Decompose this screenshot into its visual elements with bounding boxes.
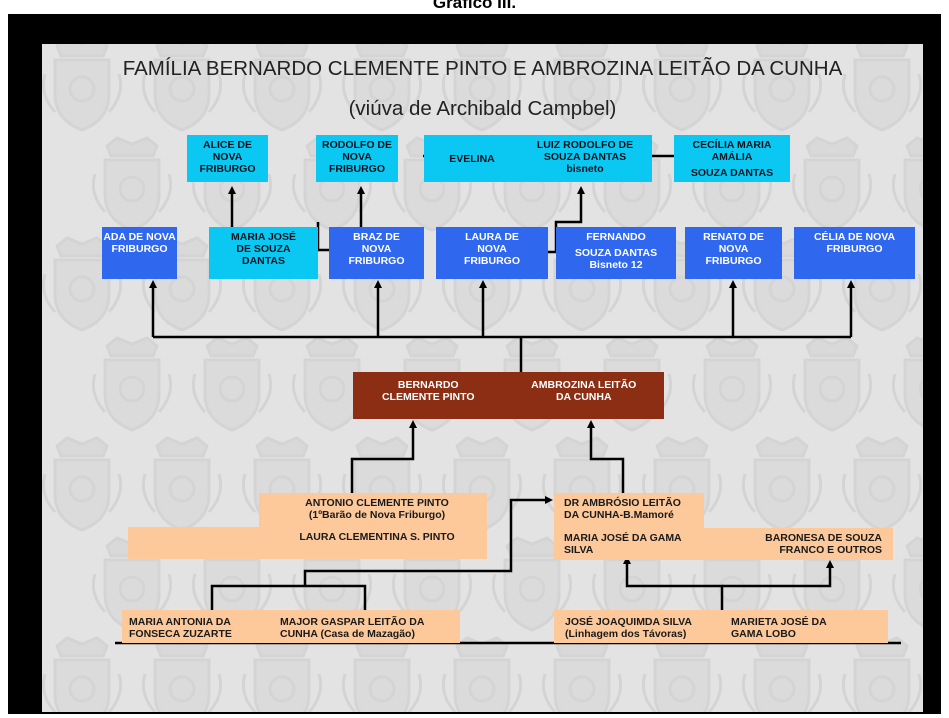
- coat-of-arms-watermark: [687, 334, 777, 434]
- person-name: ALICE DE NOVA FRIBURGO: [199, 139, 256, 175]
- person-antonio: ANTONIO CLEMENTE PINTO (1ºBarão de Nova …: [272, 497, 482, 521]
- person-name: MARIA JOSÉ DE SOUZA DANTAS: [231, 231, 296, 267]
- couple-box: BERNARDO CLEMENTE PINTO AMBROZINA LEITÃO…: [353, 372, 664, 419]
- person-name: ADA DE NOVA FRIBURGO: [103, 231, 176, 255]
- person-name: CÉLIA DE NOVA FRIBURGO: [813, 231, 896, 255]
- arrow-to-maria-jose-gama: [623, 556, 724, 614]
- person-ambrozina: AMBROZINA LEITÃO DA CUNHA: [531, 379, 637, 403]
- coat-of-arms-watermark: [187, 334, 277, 434]
- person-name-line1: MARIETA JOSÉ DA: [731, 616, 827, 628]
- coat-of-arms-watermark: [87, 334, 177, 434]
- diagram-subtitle: (viúva de Archibald Campbel): [348, 97, 617, 120]
- person-jose-joaquim: JOSÉ JOAQUIMDA SILVA (Linhagem dos Távor…: [565, 616, 692, 640]
- person-luiz-rodolfo: LUIZ RODOLFO DE SOUZA DANTAS bisneto: [518, 135, 652, 182]
- coat-of-arms-watermark: [42, 634, 127, 712]
- parents-left-box-bottom: [128, 527, 487, 559]
- coat-of-arms-watermark: [837, 44, 923, 134]
- person-name: RODOLFO DE NOVA FRIBURGO: [322, 139, 392, 175]
- person-renato: RENATO DE NOVA FRIBURGO: [685, 227, 782, 279]
- parents-right-box-bottom: [554, 528, 893, 560]
- person-name: LAURA DE NOVA FRIBURGO: [464, 231, 520, 267]
- coat-of-arms-watermark: [337, 44, 427, 134]
- black-frame: FAMÍLIA BERNARDO CLEMENTE PINTO E AMBROZ…: [8, 14, 941, 714]
- parents-right-box-top: [554, 493, 704, 528]
- coat-of-arms-watermark: [42, 434, 127, 534]
- diagram-canvas: FAMÍLIA BERNARDO CLEMENTE PINTO E AMBROZ…: [42, 44, 923, 712]
- person-fernando: FERNANDO SOUZA DANTAS Bisneto 12: [556, 227, 676, 279]
- person-name-line2: (Linhagem dos Távoras): [565, 628, 687, 640]
- person-celia: CÉLIA DE NOVA FRIBURGO: [794, 227, 915, 279]
- person-maria-jose-gama: MARIA JOSÉ DA GAMA SILVA: [564, 532, 682, 556]
- person-evelina: EVELINA: [424, 135, 520, 182]
- coat-of-arms-watermark: [437, 44, 527, 134]
- person-name: FERNANDO: [586, 231, 646, 243]
- person-braz: BRAZ DE NOVA FRIBURGO: [329, 227, 424, 279]
- coat-of-arms-watermark: [137, 44, 227, 134]
- person-title: (1ºBarão de Nova Friburgo): [308, 509, 446, 521]
- coat-of-arms-watermark: [887, 534, 923, 634]
- person-marieta: MARIETA JOSÉ DA GAMA LOBO: [731, 616, 827, 640]
- person-name: LUIZ RODOLFO DE SOUZA DANTAS: [536, 139, 634, 163]
- arrow-to-luiz: [548, 186, 585, 254]
- coat-of-arms-watermark: [637, 44, 727, 134]
- person-cecilia: CECÍLIA MARIA AMÁLIA SOUZA DANTAS: [674, 135, 790, 182]
- person-name: BRAZ DE NOVA FRIBURGO: [348, 231, 405, 267]
- parents-left-box-top: [259, 493, 487, 527]
- person-surname: SOUZA DANTAS: [574, 247, 658, 259]
- person-name-line2: FONSECA ZUZARTE: [129, 628, 232, 640]
- person-ambrosio: DR AMBRÓSIO LEITÃO DA CUNHA-B.Mamoré: [564, 497, 681, 521]
- arrow-to-ambrozina: [587, 420, 625, 493]
- person-baronesa: BARONESA DE SOUZA FRANCO E OUTROS: [742, 532, 882, 556]
- person-rodolfo: RODOLFO DE NOVA FRIBURGO: [316, 135, 398, 182]
- person-title: DA CUNHA-B.Mamoré: [564, 509, 674, 521]
- coat-of-arms-watermark: [737, 44, 827, 134]
- person-name-line1: JOSÉ JOAQUIMDA SILVA: [565, 616, 692, 628]
- arrow-to-bernardo: [350, 420, 417, 493]
- diagram-title: FAMÍLIA BERNARDO CLEMENTE PINTO E AMBROZ…: [122, 57, 843, 80]
- person-name-line2: CUNHA (Casa de Mazagão): [280, 628, 415, 640]
- grandparents-left-box: [122, 610, 460, 643]
- person-maria-antonia: MARIA ANTONIA DA FONSECA ZUZARTE: [129, 616, 232, 640]
- connector-lines: [115, 154, 901, 645]
- person-name: ANTONIO CLEMENTE PINTO: [305, 497, 449, 509]
- person-name-line1: MARIA ANTONIA DA: [129, 616, 231, 628]
- arrow-to-ambrosio: [303, 496, 553, 586]
- person-name-line2: FRANCO E OUTROS: [779, 544, 882, 556]
- person-maria-jose-souza-dantas: MARIA JOSÉ DE SOUZA DANTAS: [209, 227, 318, 279]
- coat-of-arms-watermark: [287, 334, 377, 434]
- person-name-line2: GAMA LOBO: [731, 628, 796, 640]
- coat-of-arms-watermark: [437, 634, 527, 712]
- grandparents-right-box: [554, 610, 888, 643]
- person-alice: ALICE DE NOVA FRIBURGO: [187, 135, 268, 182]
- person-laura-clementina: LAURA CLEMENTINA S. PINTO: [299, 531, 455, 543]
- arrow-to-baronesa: [722, 560, 834, 588]
- person-laura: LAURA DE NOVA FRIBURGO: [436, 227, 548, 279]
- connector-bernardo-grandparents: [210, 584, 367, 612]
- person-name: DR AMBRÓSIO LEITÃO: [564, 497, 681, 509]
- figure-caption: Gráfico III.: [432, 0, 517, 12]
- coat-of-arms-watermark: [887, 334, 923, 434]
- person-name: CECÍLIA MARIA AMÁLIA: [692, 139, 772, 163]
- person-bernardo: BERNARDO CLEMENTE PINTO: [381, 379, 475, 403]
- coat-of-arms-watermark: [487, 534, 577, 634]
- person-note: bisneto: [566, 163, 604, 175]
- person-name-line1: MAJOR GASPAR LEITÃO DA: [280, 616, 425, 628]
- coat-of-arms-watermark: [42, 44, 127, 134]
- person-name: EVELINA: [449, 152, 495, 165]
- person-gaspar: MAJOR GASPAR LEITÃO DA CUNHA (Casa de Ma…: [280, 616, 424, 640]
- coat-of-arms-watermark: [237, 44, 327, 134]
- coat-of-arms-watermark: [887, 134, 923, 234]
- person-note: Bisneto 12: [589, 259, 643, 271]
- person-name-line1: BARONESA DE SOUZA: [765, 532, 882, 544]
- coat-of-arms-watermark: [787, 334, 877, 434]
- coat-of-arms-watermark: [737, 434, 827, 534]
- person-name: RENATO DE NOVA FRIBURGO: [703, 231, 764, 267]
- person-surname: SOUZA DANTAS: [690, 167, 774, 179]
- person-name-line2: SILVA: [564, 544, 594, 556]
- coat-of-arms-watermark: [42, 234, 127, 334]
- person-ada: ADA DE NOVA FRIBURGO: [102, 227, 177, 279]
- coat-of-arms-watermark: [537, 44, 627, 134]
- person-name-line1: MARIA JOSÉ DA GAMA: [564, 532, 682, 544]
